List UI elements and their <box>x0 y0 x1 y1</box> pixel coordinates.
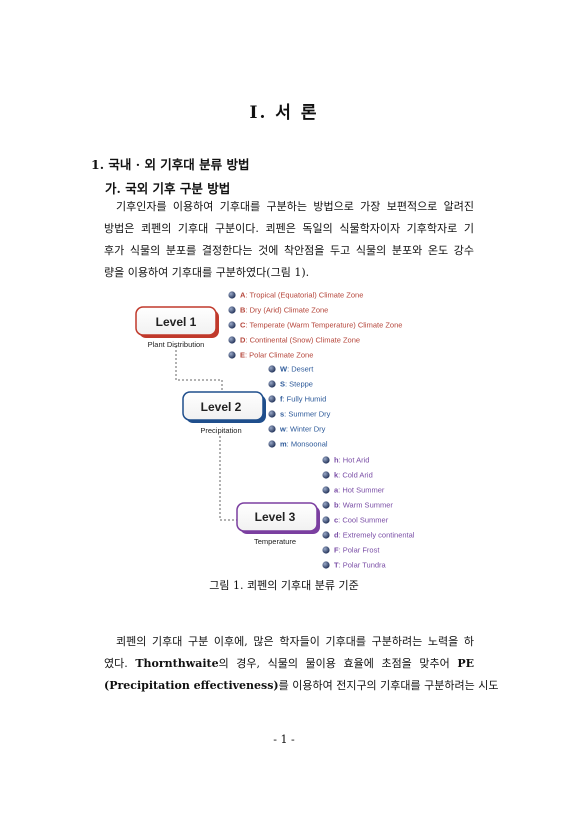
bullet-icon <box>322 531 330 539</box>
bullet-icon <box>268 440 276 448</box>
bullet-icon <box>228 351 236 359</box>
bullet-icon <box>322 561 330 569</box>
level-3-item: F: Polar Frost <box>334 546 380 555</box>
level-3-item: d: Extremely continental <box>334 531 415 540</box>
paragraph-line: 쾨펜의 기후대 구분 이후에, 많은 학자들이 기후대를 구분하려는 노력을 하 <box>116 635 474 648</box>
heading-1: 1. 국내 · 외 기후대 분류 방법 <box>91 157 250 172</box>
koppen-figure: Level 1 Plant Distribution Level 2 Preci… <box>135 291 415 570</box>
level-3-sub: Temperature <box>254 537 296 546</box>
level-2-box: Level 2 Precipitation <box>182 391 266 435</box>
bullet-icon <box>268 410 276 418</box>
level-3-list: h: Hot Arid k: Cold Arid a: Hot Summer b: W… <box>322 456 415 570</box>
figure-caption: 그림 1. 쾨펜의 기후대 분류 기준 <box>209 579 359 592</box>
level-3-label: Level 3 <box>255 510 296 524</box>
connector-1-2 <box>175 346 223 390</box>
level-2-item: W: Desert <box>280 365 314 374</box>
level-3-item: k: Cold Arid <box>334 471 373 480</box>
bullet-icon <box>322 456 330 464</box>
level-2-label: Level 2 <box>201 400 242 414</box>
paragraph-1: 기후인자를 이용하여 기후대를 구분하는 방법으로 가장 보편적으로 알려진 방… <box>104 196 474 284</box>
bullet-icon <box>322 471 330 479</box>
level-2-item: m: Monsoonal <box>280 440 328 449</box>
level-3-item: h: Hot Arid <box>334 456 369 465</box>
bullet-icon <box>228 336 236 344</box>
paragraph-line: 량을 이용하여 기후대를 구분하였다(그림 1). <box>104 266 310 279</box>
bullet-icon <box>228 291 236 299</box>
bullet-icon <box>268 425 276 433</box>
bullet-icon <box>228 306 236 314</box>
bullet-icon <box>268 395 276 403</box>
bullet-icon <box>322 486 330 494</box>
level-2-item: S: Steppe <box>280 380 313 389</box>
level-2-item: f: Fully Humid <box>280 395 326 404</box>
bullet-icon <box>268 380 276 388</box>
level-3-item: b: Warm Summer <box>334 501 393 510</box>
level-2-list: W: Desert S: Steppe f: Fully Humid s: Summe… <box>268 365 331 449</box>
level-3-item: a: Hot Summer <box>334 486 385 495</box>
level-2-sub: Precipitation <box>200 426 241 435</box>
level-1-item: D: Continental (Snow) Climate Zone <box>240 336 360 345</box>
paragraph-line: 후가 식물의 분포를 결정한다는 것에 착안점을 두고 식물의 분포와 온도 강… <box>104 244 474 257</box>
level-1-item: E: Polar Climate Zone <box>240 351 313 360</box>
level-2-item: s: Summer Dry <box>280 410 331 419</box>
bullet-icon <box>228 321 236 329</box>
level-1-item: C: Temperate (Warm Temperature) Climate … <box>240 321 402 330</box>
paragraph-line: (Precipitation effectiveness)를 이용하여 전지구의… <box>104 679 499 692</box>
heading-2: 가. 국외 기후 구분 방법 <box>105 181 231 196</box>
bullet-icon <box>268 365 276 373</box>
level-1-label: Level 1 <box>156 315 197 329</box>
paragraph-line: 기후인자를 이용하여 기후대를 구분하는 방법으로 가장 보편적으로 알려진 <box>116 200 474 213</box>
level-3-item: T: Polar Tundra <box>334 561 387 570</box>
section-title: I. 서 론 <box>249 103 319 123</box>
bullet-icon <box>322 501 330 509</box>
level-1-box: Level 1 Plant Distribution <box>135 306 219 349</box>
level-3-item: c: Cool Summer <box>334 516 389 525</box>
level-3-box: Level 3 Temperature <box>236 502 320 546</box>
connector-2-3 <box>219 436 238 521</box>
level-1-sub: Plant Distribution <box>148 340 205 349</box>
paragraph-2: 쾨펜의 기후대 구분 이후에, 많은 학자들이 기후대를 구분하려는 노력을 하… <box>104 631 499 697</box>
paragraph-line: 방법은 쾨펜의 기후대 구분이다. 쾨펜은 독일의 식물학자이자 기후학자로 기 <box>104 222 474 235</box>
level-1-item: B: Dry (Arid) Climate Zone <box>240 306 328 315</box>
page-number: - 1 - <box>273 733 295 746</box>
level-2-item: w: Winter Dry <box>279 425 326 434</box>
bullet-icon <box>322 546 330 554</box>
bullet-icon <box>322 516 330 524</box>
level-1-item: A: Tropical (Equatorial) Climate Zone <box>240 291 363 300</box>
paragraph-line: 였다. Thornthwaite의 경우, 식물의 물이용 효율에 초점을 맞추… <box>104 657 474 670</box>
level-1-list: A: Tropical (Equatorial) Climate Zone B: … <box>228 291 402 360</box>
